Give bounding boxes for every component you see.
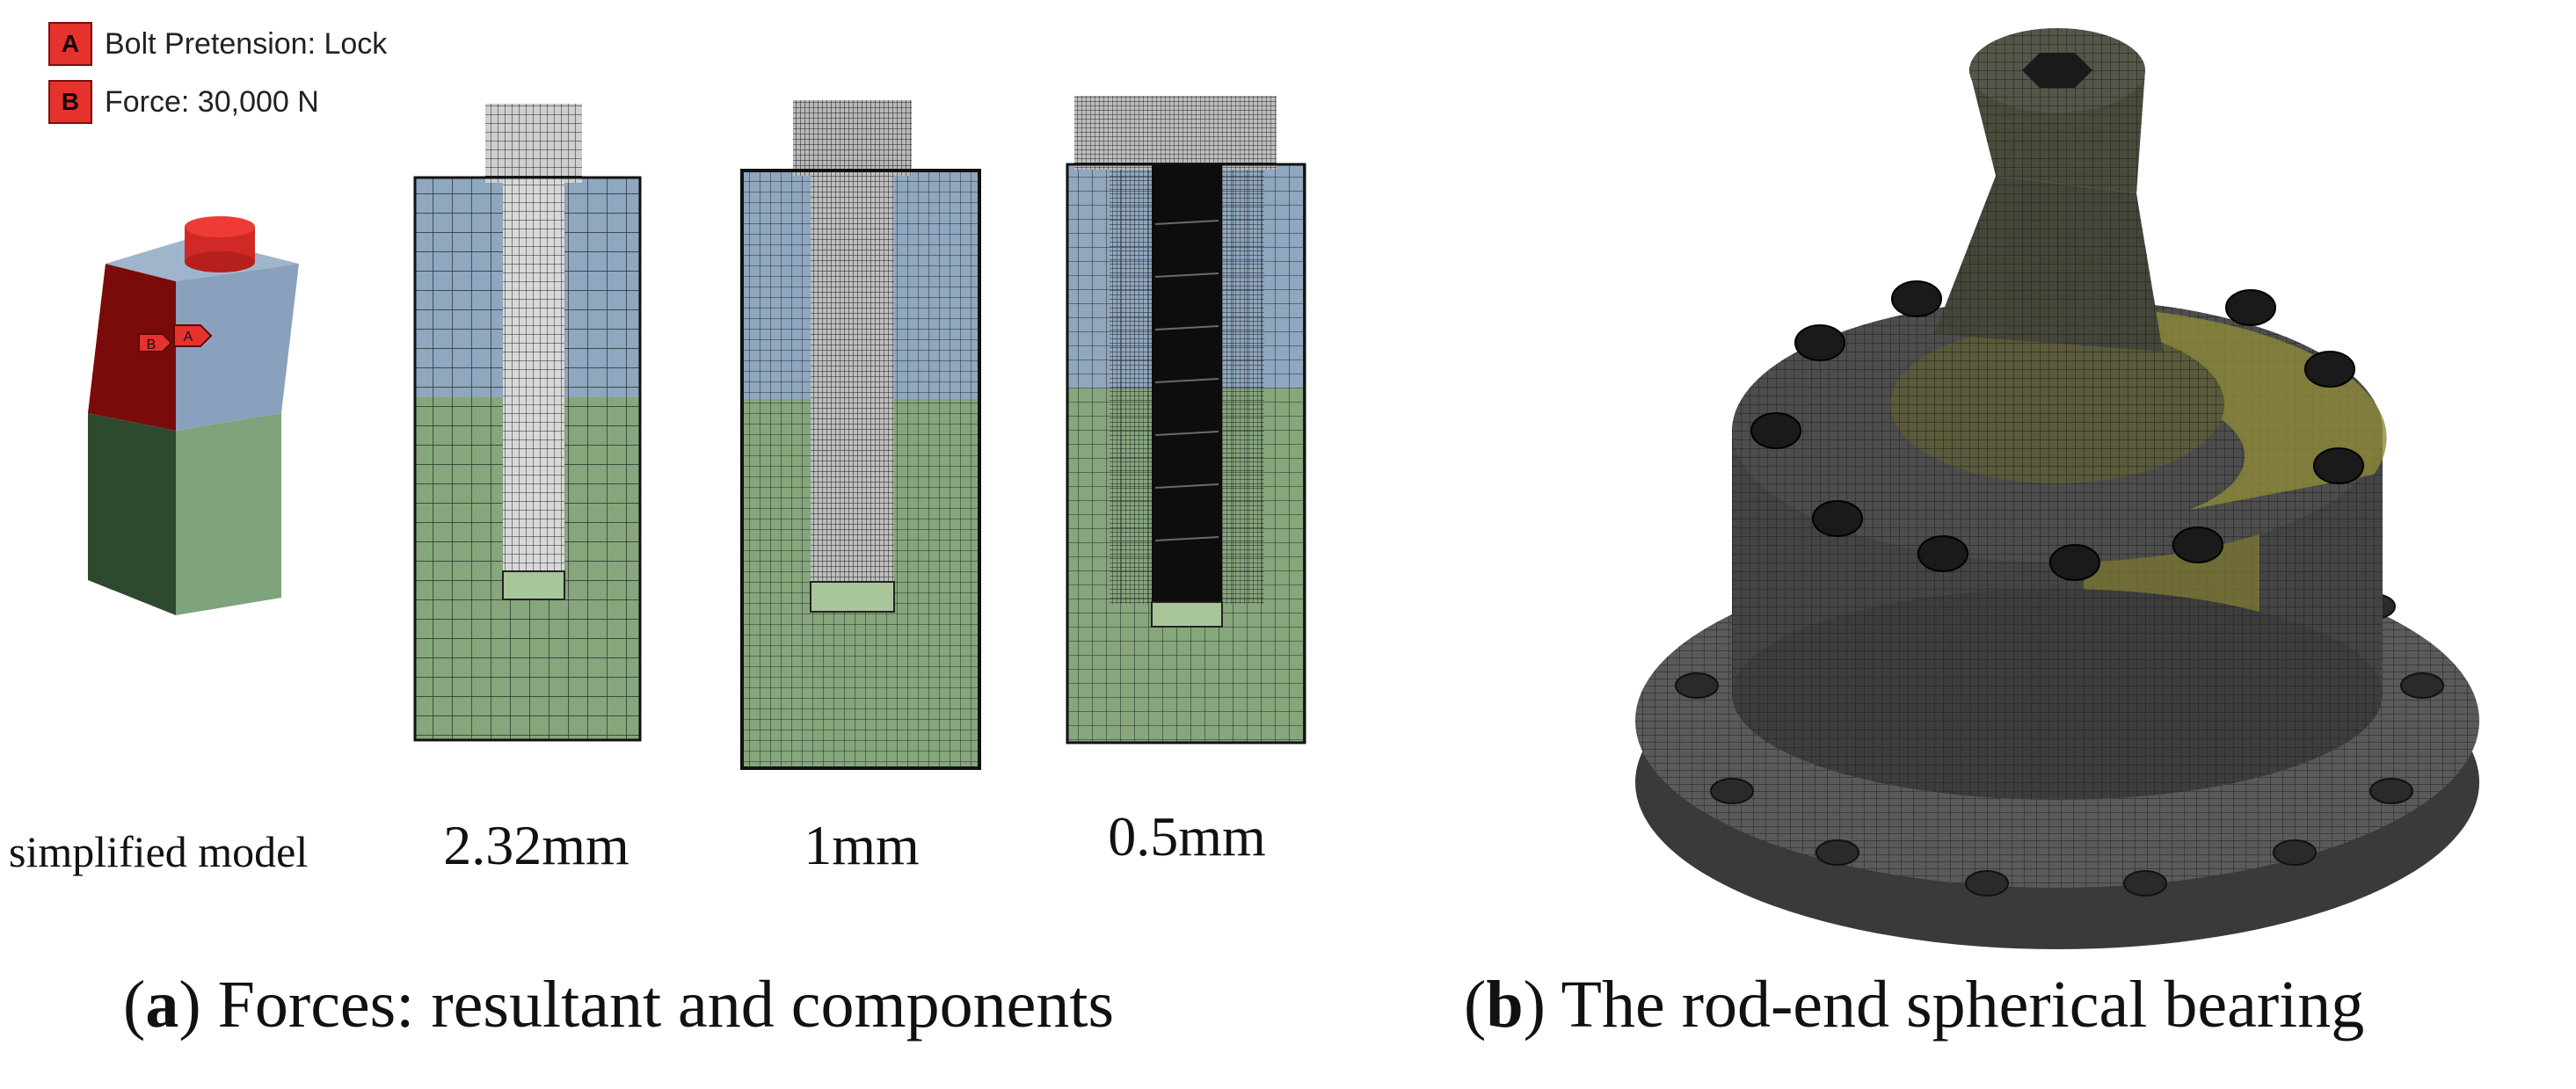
simplified-model-figure: B A [88, 216, 299, 615]
mesh-1mm-label: 1mm [804, 814, 920, 876]
tag-a-letter: A [184, 330, 193, 345]
housing-bottom-mesh [1732, 589, 2383, 800]
bolt-head-top [185, 216, 255, 237]
hole-bottom [810, 581, 895, 613]
bolt-shank-mesh [811, 171, 894, 584]
tag-b-shape [138, 333, 173, 352]
caption-b: (b) The rod-end spherical bearing [1464, 968, 2365, 1042]
bolt-shank [1152, 164, 1222, 604]
top-bolts [1750, 280, 2364, 581]
tag-a-shape [173, 324, 213, 347]
hex-socket [2022, 53, 2092, 88]
caption-b-letter: b [1486, 968, 1524, 1042]
legend-label-a: Bolt Pretension: Lock [105, 26, 388, 61]
bolt-head-mesh [485, 104, 582, 183]
legend-item-b: B Force: 30,000 N [48, 77, 319, 127]
bearing-mesh-figure [1635, 28, 2479, 949]
hole-bottom [1151, 601, 1223, 628]
bolt-head-mesh [1074, 96, 1277, 170]
legend-item-a: A Bolt Pretension: Lock [48, 19, 387, 69]
caption-a-letter: a [145, 968, 179, 1042]
legend-marker-b: B [48, 80, 92, 124]
lower-block-left-face [88, 413, 176, 615]
thread-lines [1154, 220, 1219, 541]
mesh-model-2-32mm [413, 104, 642, 742]
inner-ring-mesh [1890, 325, 2224, 483]
upper-block-left-face [88, 264, 176, 431]
outline [1066, 163, 1306, 744]
legend-label-b: Force: 30,000 N [105, 84, 319, 119]
bolt-head-mesh [793, 100, 912, 176]
refined-zone-right [1222, 164, 1264, 604]
upper-block-right-face [176, 264, 299, 431]
legend-marker-a: A [48, 22, 92, 66]
flange-holes [1675, 593, 2444, 897]
bolt-head-bottom [185, 251, 255, 272]
caption-b-text: The rod-end spherical bearing [1561, 968, 2365, 1042]
refined-zone-left [1110, 164, 1152, 604]
outline [740, 169, 981, 770]
bolt-shank-mesh [503, 178, 564, 573]
caption-a: (a) Forces: resultant and components [123, 968, 1115, 1042]
caption-a-text: Forces: resultant and components [217, 968, 1115, 1042]
outline [413, 176, 642, 742]
mesh-model-1mm [740, 100, 981, 770]
mesh-0-5mm-label: 0.5mm [1108, 805, 1266, 868]
simplified-model-label: simplified model [9, 827, 309, 876]
mesh-model-0-5mm [1066, 96, 1306, 744]
lower-block-right-face [176, 413, 281, 615]
bolt-neck-mesh [1934, 176, 2163, 352]
mesh-2-32mm-label: 2.32mm [443, 814, 629, 876]
tag-b-letter: B [147, 338, 156, 352]
hole-bottom [502, 570, 565, 600]
